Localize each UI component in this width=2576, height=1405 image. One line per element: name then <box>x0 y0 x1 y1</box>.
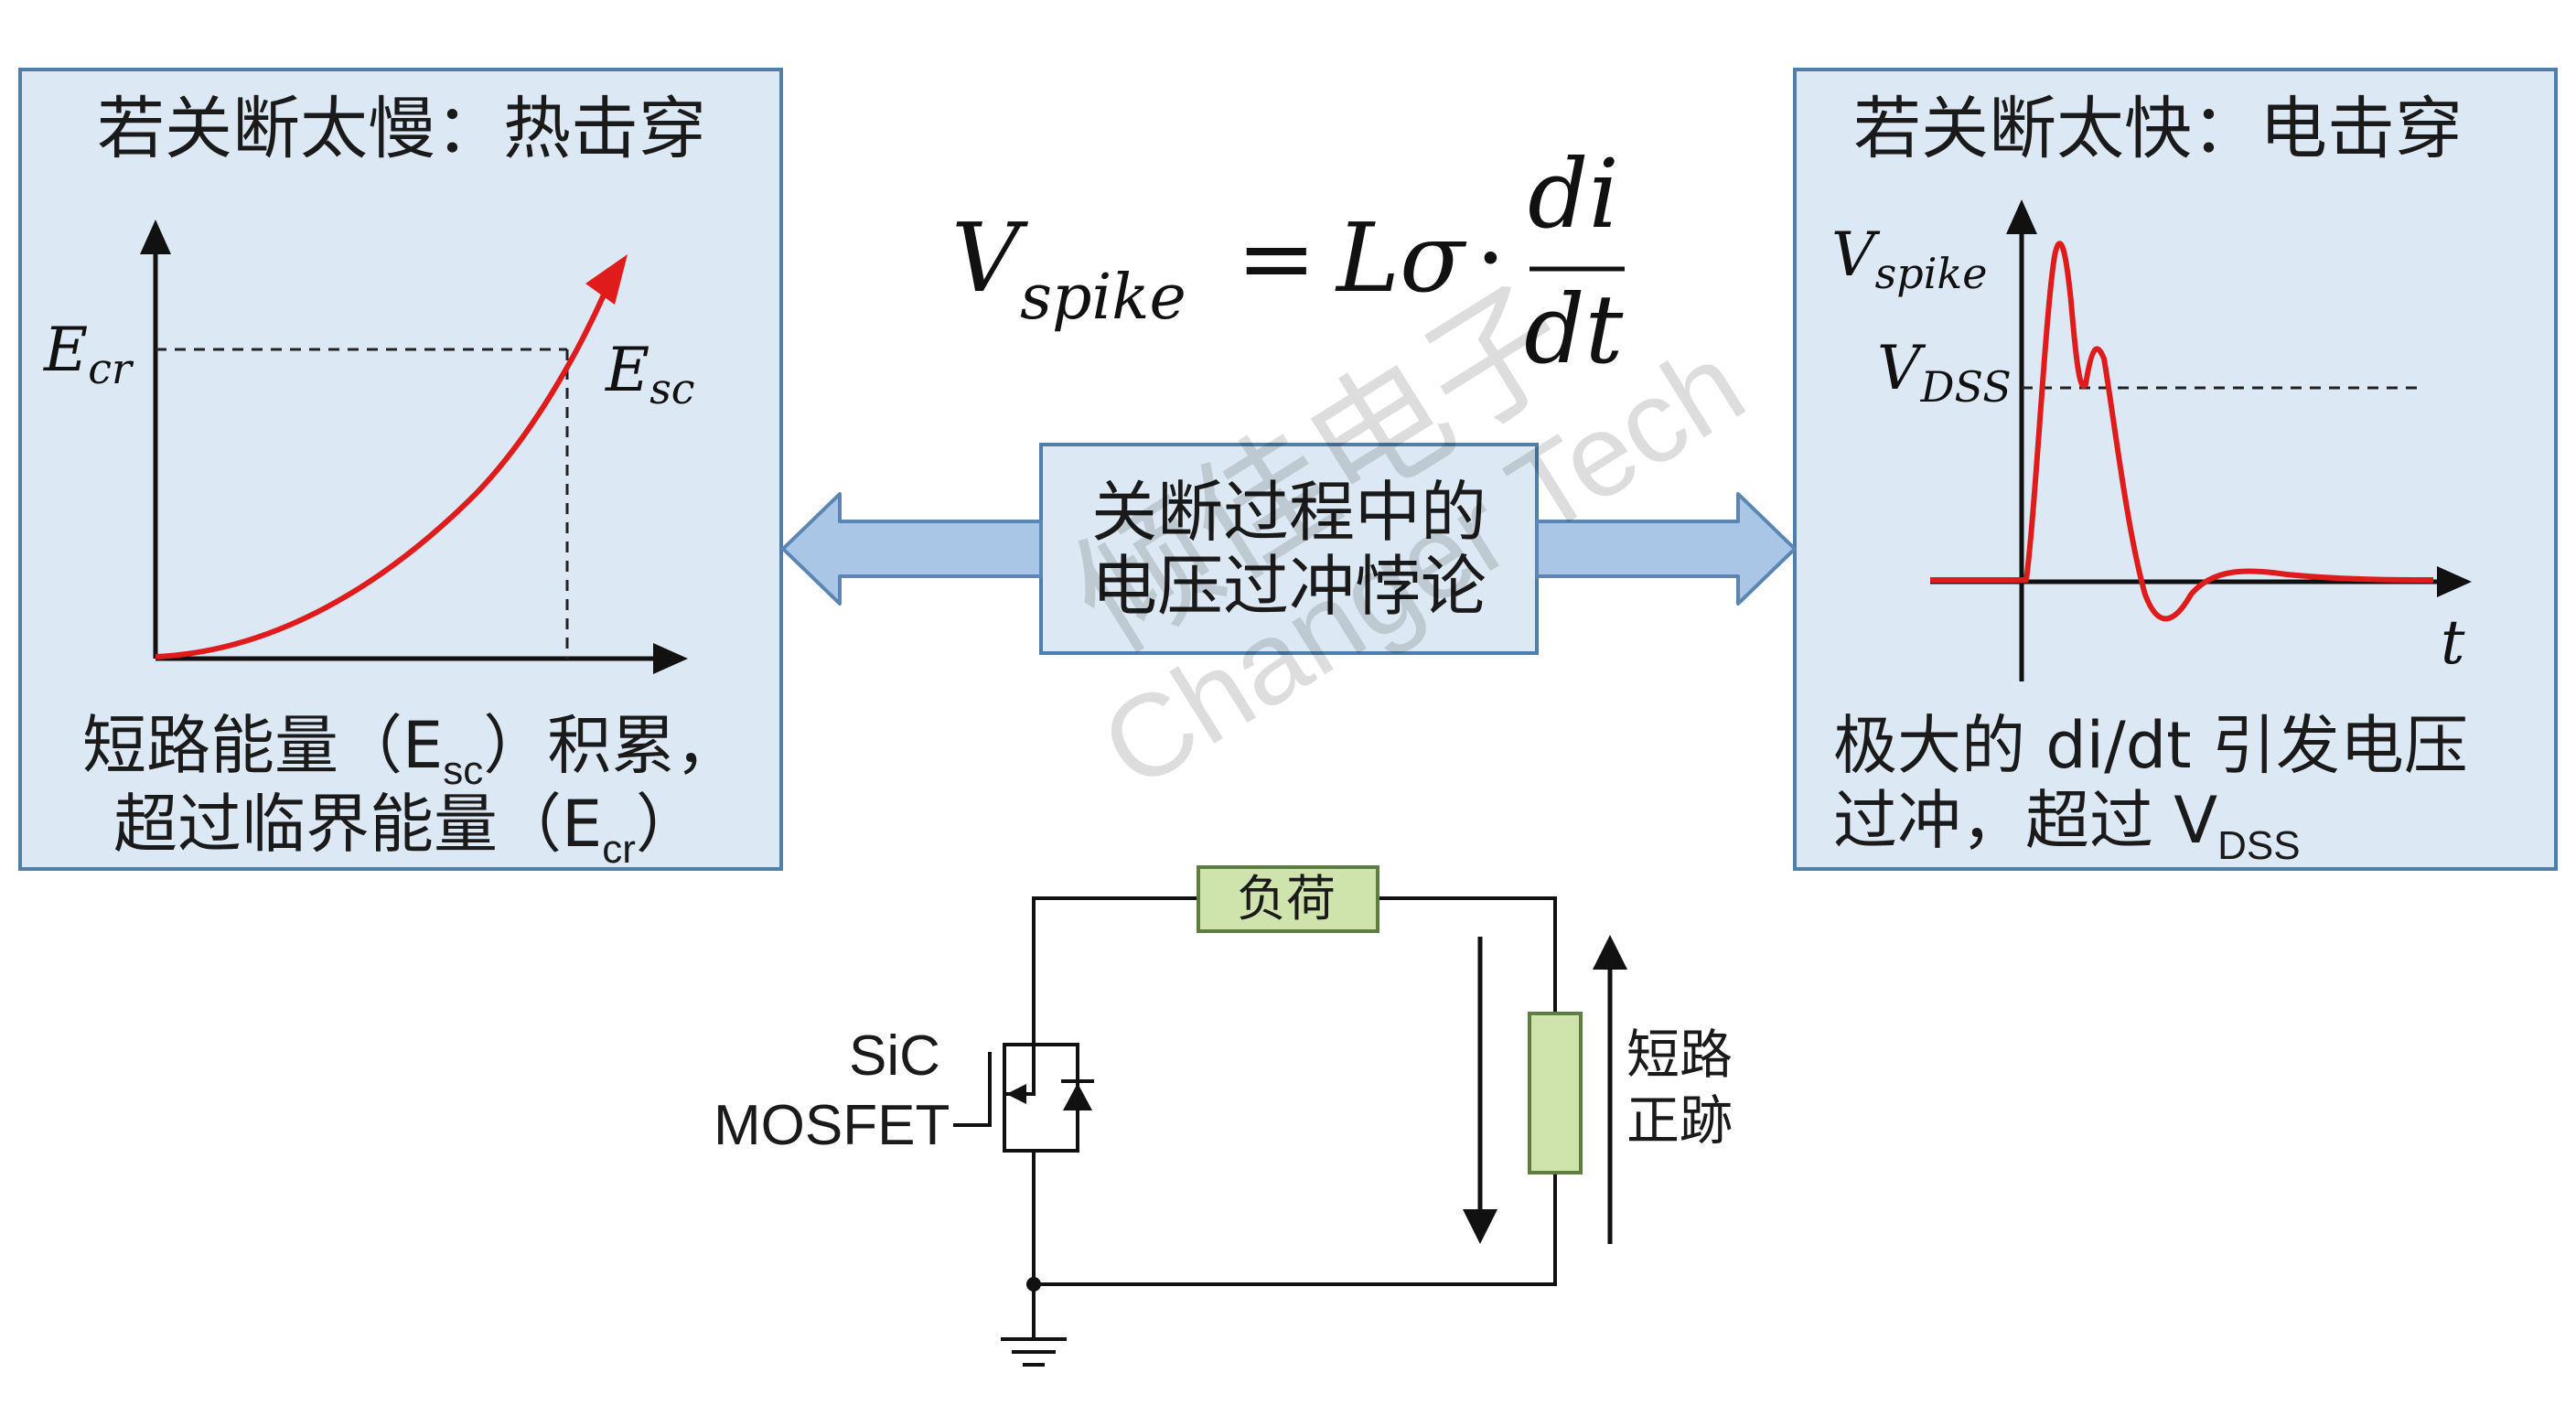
ecr-axis-label: Ecr <box>44 320 132 391</box>
left-caption-line2-sub: cr <box>602 827 636 872</box>
load-label: 负荷 <box>1237 870 1336 928</box>
device-label-line1: SiC <box>849 1024 940 1088</box>
left-caption-line1-post: ）积累， <box>483 708 740 783</box>
vspike-axis-label: Vspike <box>1831 225 1988 295</box>
circuit-top-wire-right <box>1378 896 1557 1014</box>
formula-numerator: di <box>1528 138 1619 250</box>
device-label-line2: MOSFET <box>714 1094 950 1157</box>
center-box-text: 关断过程中的 电压过冲悖论 <box>1052 476 1526 623</box>
left-caption-line1-pre: 短路能量（E <box>82 708 444 783</box>
vspike-symbol: V <box>1831 220 1875 290</box>
voltage-spike-waveform <box>1930 241 2434 622</box>
right-x-axis-arrowhead <box>2437 566 2472 597</box>
esc-symbol: E <box>606 335 650 405</box>
energy-curve <box>155 289 608 660</box>
right-y-axis-arrowhead <box>2006 199 2037 234</box>
esc-subscript: sc <box>649 364 695 413</box>
load-resistor <box>1197 865 1379 933</box>
formula-main: Vspike =Lσ· <box>951 210 1506 329</box>
mosfet-body <box>1004 1045 1036 1096</box>
formula-equals: = <box>1236 202 1316 314</box>
ground-node <box>1026 1277 1041 1292</box>
ecr-subscript: cr <box>88 344 132 393</box>
vdss-subscript: DSS <box>1920 362 2012 412</box>
short-label-line1: 短路 <box>1626 1024 1733 1086</box>
right-arrow <box>1535 492 1797 606</box>
time-axis-label: t <box>2441 607 2465 678</box>
center-box-line1: 关断过程中的 <box>1090 474 1487 551</box>
vdss-symbol: V <box>1877 333 1921 403</box>
mosfet-source <box>1004 1149 1036 1160</box>
left-panel <box>18 68 783 871</box>
formula-denominator: dt <box>1524 273 1624 385</box>
body-diode <box>1063 1083 1092 1110</box>
circuit-right-wire-bottom <box>1032 1160 1557 1286</box>
formula-l: L <box>1336 202 1400 314</box>
right-caption-line2-sub: DSS <box>2217 823 2301 868</box>
vdss-axis-label: VDSS <box>1877 338 2012 409</box>
left-caption-line2: 超过临界能量（Ecr） <box>113 792 700 870</box>
formula-dot: · <box>1476 202 1507 314</box>
left-panel-title: 若关断太慢：热击穿 <box>97 90 706 168</box>
current-up-arrowhead <box>1593 935 1627 970</box>
center-box <box>1039 443 1539 655</box>
left-caption-line2-post: ） <box>635 787 700 862</box>
ecr-symbol: E <box>44 315 89 385</box>
short-label-line2: 正跡 <box>1626 1089 1733 1152</box>
left-y-axis-arrowhead <box>140 220 171 254</box>
left-caption-line1: 短路能量（Esc）积累， <box>82 713 739 791</box>
vspike-subscript: spike <box>1874 249 1988 298</box>
energy-curve-arrowhead <box>585 254 628 305</box>
right-caption-line2-pre: 过冲，超过 V <box>1833 783 2218 858</box>
formula-sigma: σ <box>1400 202 1465 314</box>
right-caption-line1: 极大的 di/dt 引发电压 <box>1833 708 2468 783</box>
current-down-arrowhead <box>1463 1209 1497 1244</box>
left-caption-line2-pre: 超过临界能量（E <box>113 787 603 862</box>
short-path-resistor <box>1528 1012 1583 1174</box>
right-panel-title: 若关断太快：电击穿 <box>1853 90 2463 168</box>
mosfet-gate <box>953 1052 992 1127</box>
mosfet-arrow <box>1006 1084 1026 1104</box>
left-x-axis-arrowhead <box>653 643 688 674</box>
formula-v-subscript: spike <box>1020 262 1186 334</box>
circuit-top-wire-left <box>1032 896 1198 1045</box>
formula-v: V <box>951 202 1021 314</box>
left-arrow <box>781 492 1043 606</box>
left-caption-line1-sub: sc <box>443 748 484 793</box>
right-panel <box>1793 68 2558 871</box>
right-caption-line2: 过冲，超过 VDSS <box>1833 788 2301 866</box>
esc-curve-label: Esc <box>606 340 695 411</box>
center-box-line2: 电压过冲悖论 <box>1090 547 1487 625</box>
circuit <box>953 896 1557 1337</box>
